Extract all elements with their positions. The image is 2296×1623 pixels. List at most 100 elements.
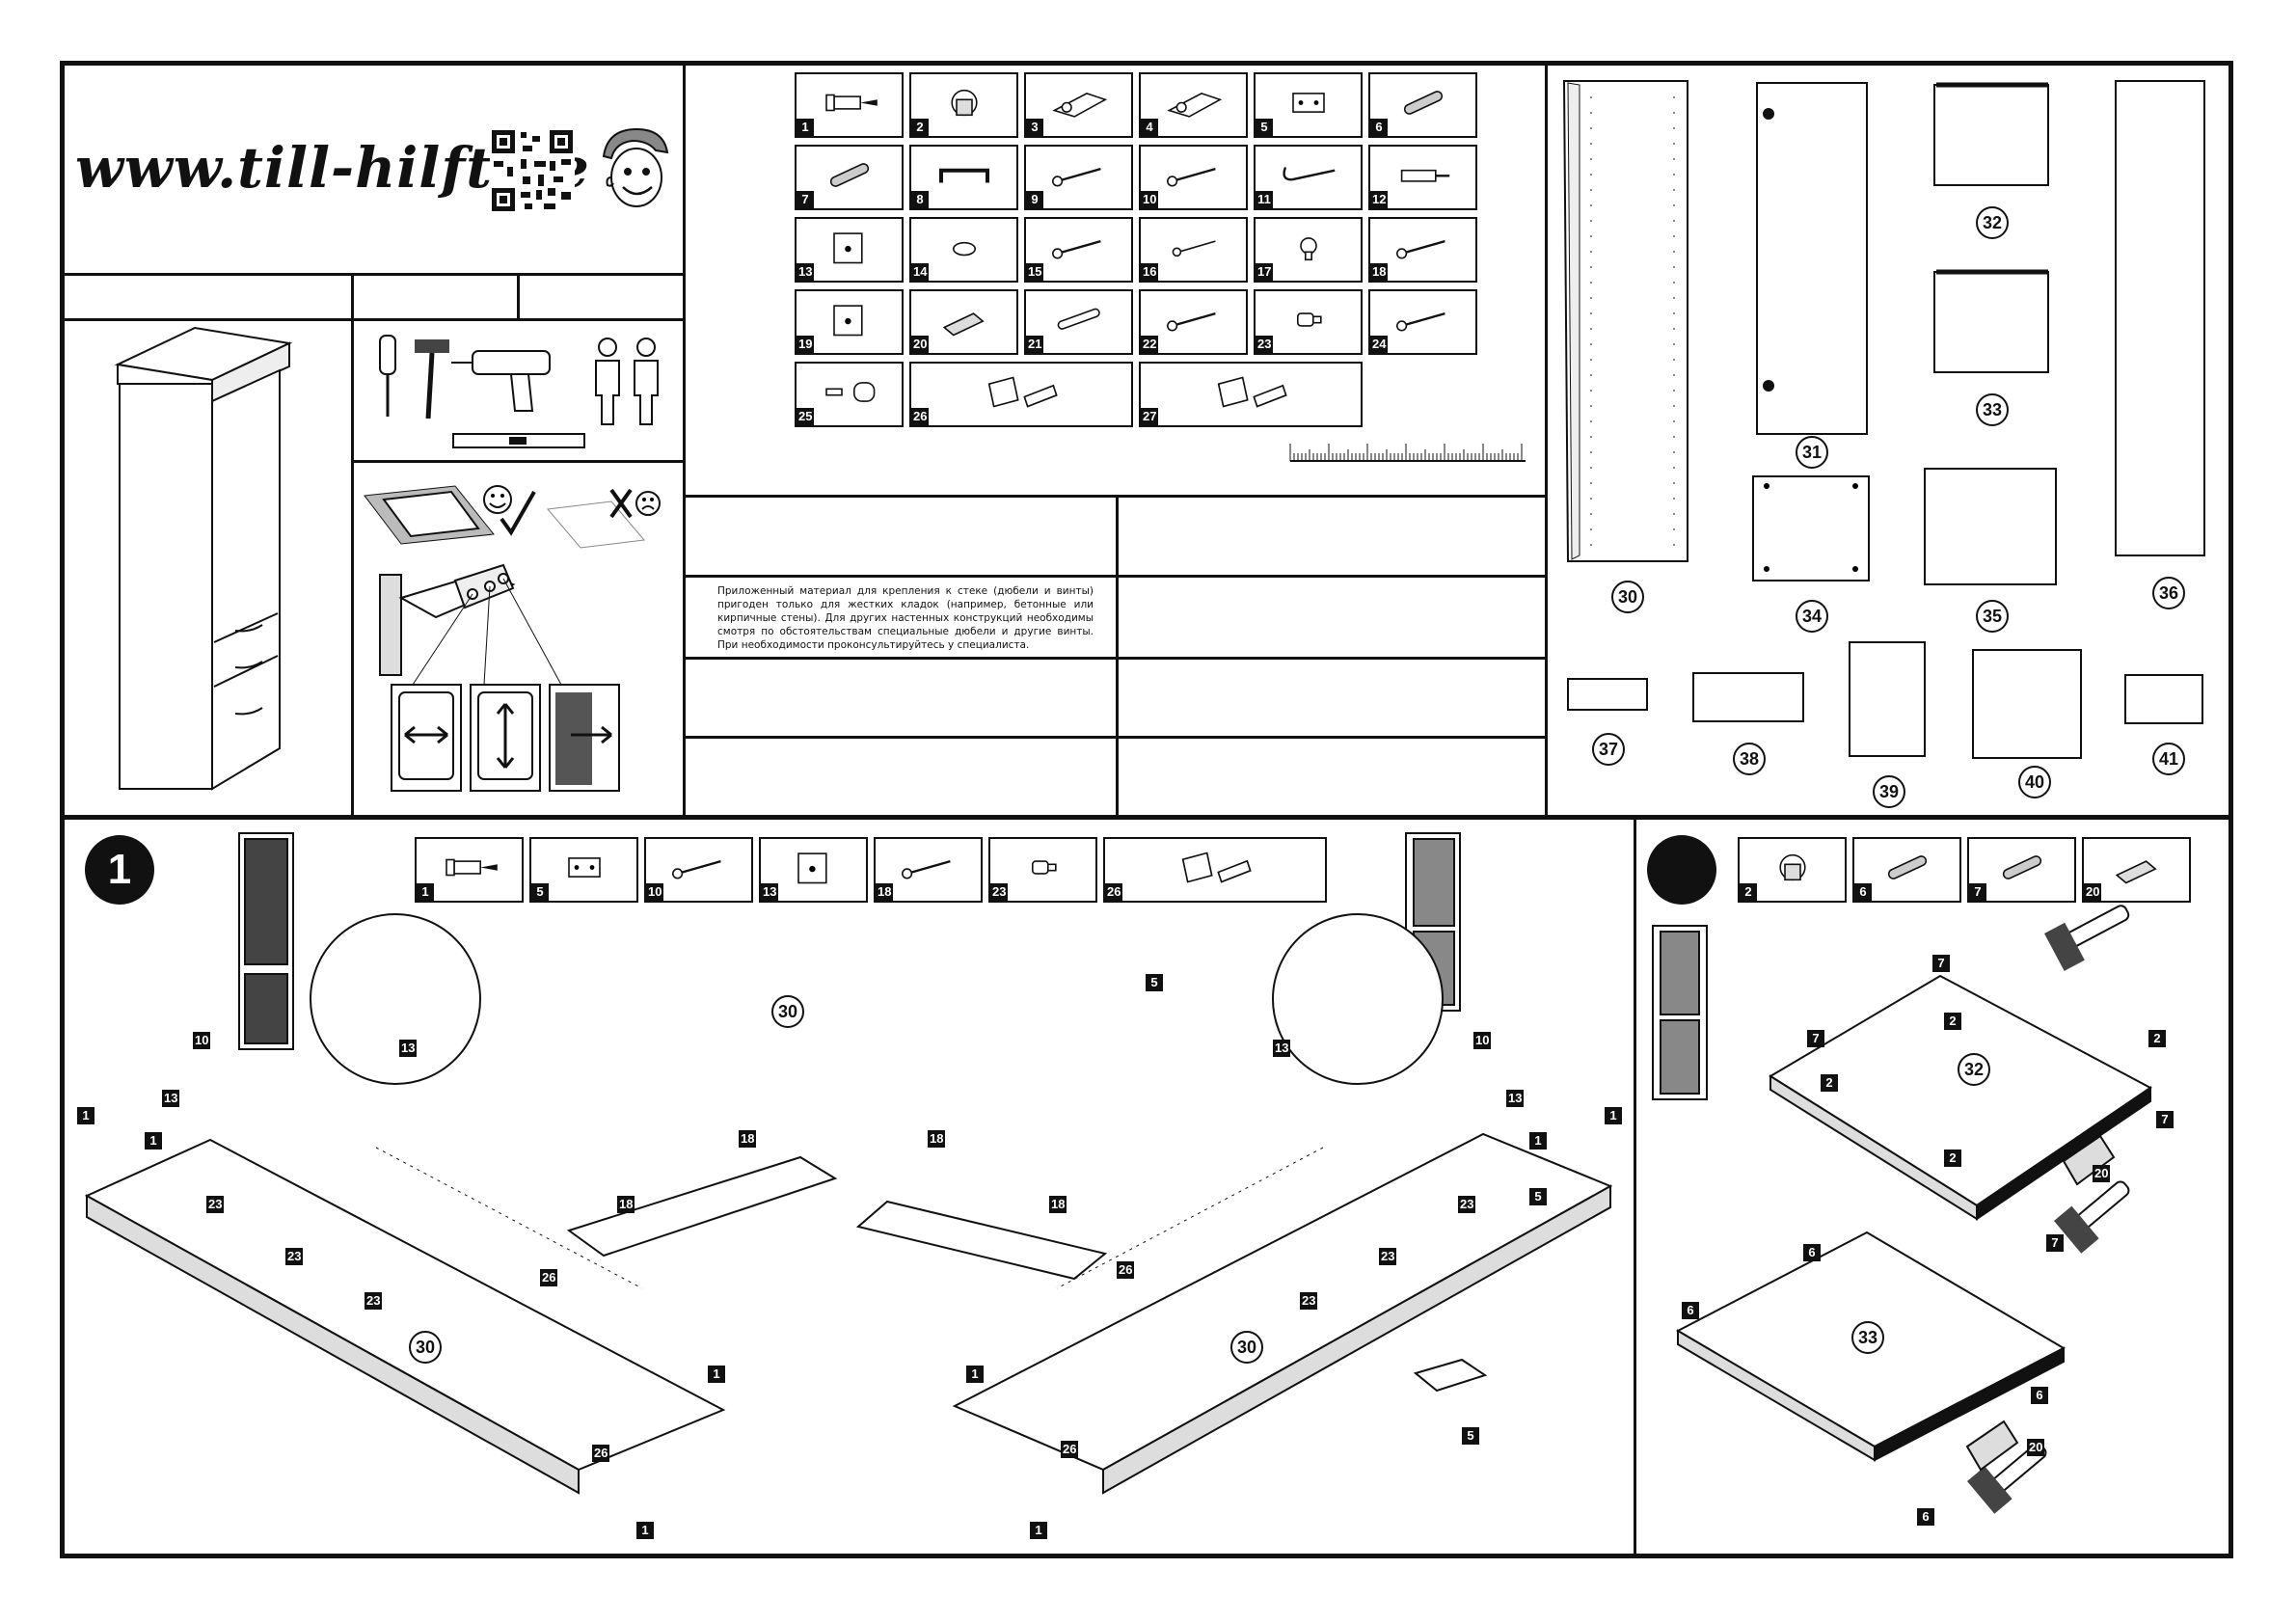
panel-36	[2115, 80, 2205, 556]
callout-bracket: 13	[399, 1040, 418, 1057]
callout-runner: 26	[1117, 1261, 1135, 1279]
hardware-part-1[interactable]: 1	[795, 72, 904, 138]
checkmark-icon	[500, 491, 536, 536]
hinge-icon	[1166, 93, 1222, 118]
screw-icon	[1395, 311, 1445, 332]
hardware-part-15[interactable]: 15	[1024, 217, 1133, 283]
hinge-plate-icon	[1291, 93, 1325, 113]
hardware-part-6[interactable]: 6	[1368, 72, 1477, 138]
hardware-part-13[interactable]: 13	[795, 217, 904, 283]
part-number: 4	[1141, 119, 1158, 136]
cross-icon	[609, 488, 633, 519]
callout-dowel: 1	[708, 1366, 725, 1383]
cabinet-preview	[114, 326, 293, 791]
step-part-1[interactable]: 1	[415, 837, 524, 903]
hardware-part-14[interactable]: 14	[909, 217, 1018, 283]
hardware-part-12[interactable]: 12	[1368, 145, 1477, 210]
hardware-part-16[interactable]: 16	[1139, 217, 1248, 283]
callout-dowel6: 6	[2031, 1387, 2048, 1404]
tab-divider-2	[517, 273, 520, 319]
part-number: 25	[797, 408, 815, 425]
callout-glue: 20	[2093, 1165, 2111, 1182]
panel-41	[2124, 674, 2203, 724]
hardware-part-5[interactable]: 5	[1254, 72, 1363, 138]
hardware-part-27[interactable]: 27	[1139, 362, 1363, 427]
step-part-26[interactable]: 26	[1103, 837, 1327, 903]
part-number: 15	[1026, 263, 1044, 281]
page-frame	[60, 61, 2233, 1558]
hardware-part-8[interactable]: 8	[909, 145, 1018, 210]
callout-dowel: 1	[636, 1522, 654, 1539]
hammer-icon	[415, 339, 449, 419]
panel-31	[1756, 82, 1868, 435]
step-1-badge: 1	[85, 835, 154, 905]
hardware-part-23[interactable]: 23	[1254, 289, 1363, 355]
callout-dowel: 1	[1030, 1522, 1047, 1539]
callout-runner: 26	[1061, 1441, 1079, 1458]
step-part-5[interactable]: 5	[529, 837, 638, 903]
panel-40	[1972, 649, 2082, 759]
step-part-2[interactable]: 2	[1738, 837, 1847, 903]
callout-panel: 30	[409, 1331, 442, 1364]
hardware-part-22[interactable]: 22	[1139, 289, 1248, 355]
hardware-part-17[interactable]: 17	[1254, 217, 1363, 283]
hardware-part-7[interactable]: 7	[795, 145, 904, 210]
panel-label-38: 38	[1733, 743, 1766, 775]
adjust-depth-icon	[549, 684, 620, 792]
part-number: 12	[1370, 191, 1389, 208]
part-number: 23	[1256, 336, 1274, 353]
panel-39	[1849, 641, 1926, 757]
hardware-part-2[interactable]: 2	[909, 72, 1018, 138]
info-top-line	[683, 495, 1547, 498]
hardware-part-4[interactable]: 4	[1139, 72, 1248, 138]
divider-h-main	[60, 815, 2233, 820]
hardware-part-25[interactable]: 25	[795, 362, 904, 427]
glue-tube-icon	[942, 312, 985, 337]
screw-icon	[1166, 311, 1216, 332]
step-part-6[interactable]: 6	[1852, 837, 1961, 903]
hardware-part-10[interactable]: 10	[1139, 145, 1248, 210]
stick-icon	[1057, 308, 1100, 330]
panel-34	[1933, 269, 2049, 373]
screw-icon	[1395, 239, 1445, 259]
hardware-part-18[interactable]: 18	[1368, 217, 1477, 283]
step-part-20[interactable]: 20	[2082, 837, 2191, 903]
callout-pin: 23	[1300, 1292, 1318, 1310]
callout-dowel6: 6	[1803, 1244, 1821, 1261]
info-line-4	[683, 736, 1547, 739]
step-part-7[interactable]: 7	[1967, 837, 2076, 903]
callout-dowel7: 7	[1807, 1030, 1824, 1047]
drawer-runner-icon	[987, 376, 1058, 408]
part-number: 5	[531, 883, 549, 901]
screw-icon	[671, 859, 721, 879]
callout-dowel6: 6	[1682, 1302, 1699, 1319]
part-number: 22	[1141, 336, 1159, 353]
callout-runner: 26	[592, 1445, 610, 1462]
cam-lock-icon	[1778, 853, 1806, 881]
panel-label-34: 34	[1796, 600, 1828, 633]
panel-label-31: 31	[1796, 436, 1828, 469]
hardware-part-24[interactable]: 24	[1368, 289, 1477, 355]
step-2-illustration	[1652, 905, 2152, 1514]
hardware-part-9[interactable]: 9	[1024, 145, 1133, 210]
hardware-part-19[interactable]: 19	[795, 289, 904, 355]
step-part-23[interactable]: 23	[988, 837, 1097, 903]
wall-plug-icon	[1400, 169, 1449, 182]
hardware-part-3[interactable]: 3	[1024, 72, 1133, 138]
hardware-part-20[interactable]: 20	[909, 289, 1018, 355]
shelf-pin-icon	[1296, 312, 1322, 327]
wood-dowel-icon	[1887, 855, 1927, 879]
panel-33	[1933, 82, 2049, 186]
step-part-10[interactable]: 10	[644, 837, 753, 903]
part-number: 26	[911, 408, 930, 425]
divider-v-right	[1545, 61, 1548, 818]
hardware-part-26[interactable]: 26	[909, 362, 1133, 427]
ruler-scale	[1289, 444, 1526, 462]
step-part-18[interactable]: 18	[874, 837, 983, 903]
bracket-icon	[797, 852, 827, 884]
callout-screw18: 18	[739, 1130, 757, 1148]
step-part-13[interactable]: 13	[759, 837, 868, 903]
callout-dowel6: 6	[1917, 1508, 1934, 1526]
hardware-part-11[interactable]: 11	[1254, 145, 1363, 210]
hardware-part-21[interactable]: 21	[1024, 289, 1133, 355]
